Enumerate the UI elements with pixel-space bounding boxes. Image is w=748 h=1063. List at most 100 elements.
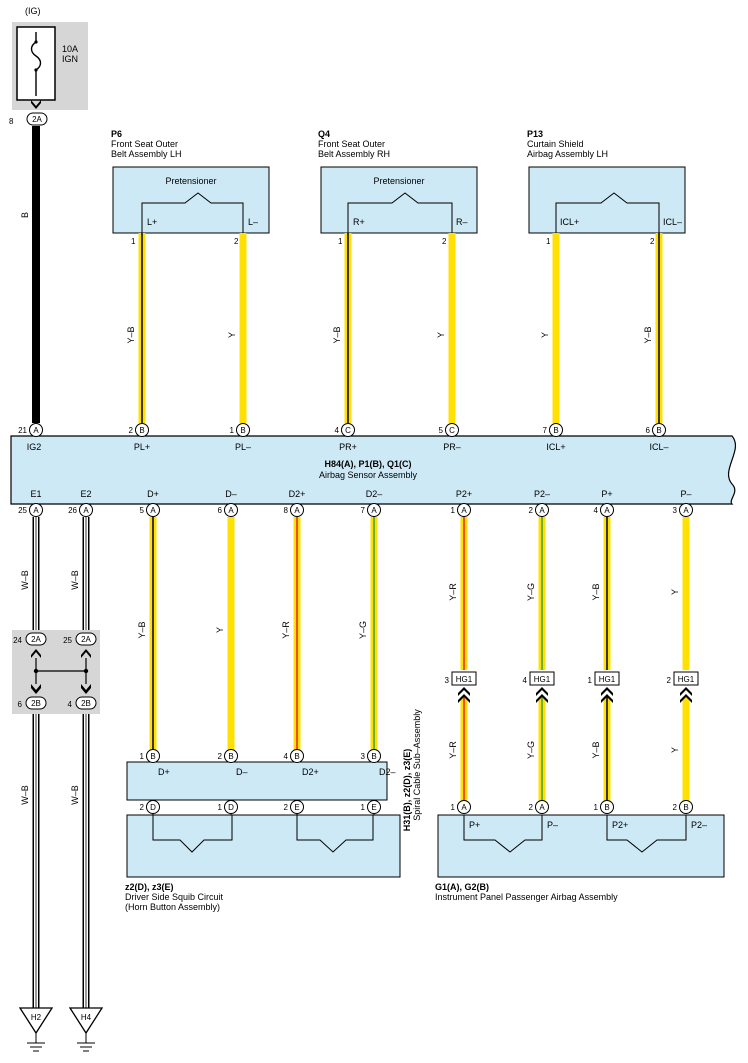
pin-number: 21 <box>18 426 27 435</box>
pin-label: D2+ <box>302 767 319 777</box>
connector-circle <box>236 423 250 437</box>
wire: Y–B <box>591 697 611 802</box>
wire-stripe <box>373 517 375 750</box>
pin-label: D2+ <box>289 489 306 499</box>
ground-code: H2 <box>31 1013 42 1022</box>
connector-badge <box>75 696 97 710</box>
pin-number: 4 <box>523 676 528 685</box>
chevron-down-icon <box>31 100 41 109</box>
pin-label: PR+ <box>339 442 357 452</box>
wire-label: Y <box>670 589 680 595</box>
pin-number: 2 <box>667 676 672 685</box>
connector-pin: B1 <box>230 423 250 437</box>
wire-stripe <box>141 233 143 423</box>
airbag-symbol <box>555 192 660 233</box>
terminal-label: L+ <box>147 217 157 227</box>
connector-code: B <box>150 752 155 761</box>
connector-code: A <box>683 506 689 515</box>
ground-triangle <box>68 1007 104 1035</box>
connector-badge <box>673 671 699 686</box>
wire: Y–B <box>332 233 352 423</box>
connector-badge <box>529 671 555 686</box>
squib-symbol <box>152 815 233 853</box>
connector-pin: A7 <box>361 503 381 517</box>
wire: Y <box>436 233 456 423</box>
wire-core <box>239 233 247 423</box>
wire: W–B <box>20 710 40 1008</box>
connector-pin: A2 <box>529 503 549 517</box>
wire-label: Y–B <box>591 741 601 758</box>
sensor-name: Airbag Sensor Assembly <box>319 470 418 480</box>
passenger-name: Instrument Panel Passenger Airbag Assemb… <box>435 892 618 902</box>
chevron-up-icon <box>458 694 470 703</box>
pin-number: 8 <box>9 117 14 126</box>
connector-pin: A3 <box>673 503 693 517</box>
sensor-box <box>10 435 737 505</box>
fuse-name: IGN <box>62 54 78 64</box>
chevron-up-icon <box>458 687 470 696</box>
pin-label: ICL+ <box>546 442 565 452</box>
airbag-symbol <box>463 815 543 853</box>
component-p6: P6 Front Seat Outer Belt Assembly LH Pre… <box>111 129 270 246</box>
connector-code: C <box>345 426 351 435</box>
connector-circle <box>290 503 304 517</box>
connector-code: A <box>604 506 610 515</box>
connector-code: A <box>150 506 156 515</box>
wire-label: W–B <box>20 785 30 805</box>
wire-label: Y–R <box>448 583 458 601</box>
component-q4: Q4 Front Seat Outer Belt Assembly RH Pre… <box>318 129 478 246</box>
connector-circle <box>290 749 304 763</box>
connector-code: 2A <box>81 635 91 644</box>
wire-label: Y <box>436 332 446 338</box>
wire-stripe <box>606 517 608 670</box>
connector-code: B <box>553 426 558 435</box>
ground-symbol: H2 <box>18 1007 54 1052</box>
wire-stripe <box>296 517 298 750</box>
connector-circle <box>600 800 614 814</box>
pin-number: 24 <box>13 636 22 645</box>
wire-core <box>682 517 690 670</box>
component-code: P6 <box>111 129 122 139</box>
connector-code: HG1 <box>456 675 473 684</box>
connector-circle <box>146 800 160 814</box>
sensor-bottom-pins: E1A25E2A26D+A5D–A6D2+A8D2–A7P2+A1P2–A2P+… <box>18 489 693 517</box>
wire-label: Y–G <box>358 621 368 639</box>
connector-code: A <box>294 506 300 515</box>
pin-label: D2– <box>379 767 396 777</box>
connector-circle <box>224 800 238 814</box>
pin-label: P– <box>547 820 558 830</box>
pin-number: 5 <box>140 506 145 515</box>
wire-stripe <box>463 697 465 802</box>
terminal-label: L– <box>248 217 258 227</box>
pin-number: 1 <box>218 803 223 812</box>
chevron-up-icon <box>601 694 613 703</box>
wire: Y–B <box>126 233 146 423</box>
component-code: P13 <box>527 129 543 139</box>
pin-label: D+ <box>158 767 170 777</box>
connector-circle <box>341 423 355 437</box>
connector-circle <box>679 800 693 814</box>
connector-circle <box>29 423 43 437</box>
wire-label: Y–B <box>126 326 136 343</box>
connector-circle <box>224 749 238 763</box>
wire: Y–G <box>526 697 546 802</box>
connector-pin: A4 <box>594 503 614 517</box>
connector-code: A <box>461 803 467 812</box>
pin-label: D– <box>236 767 248 777</box>
wire-label: Y–R <box>448 741 458 759</box>
chevron-up-icon <box>680 687 692 696</box>
connector-pin: A8 <box>284 503 304 517</box>
connector-pin: B4 <box>284 749 304 763</box>
wire-label: W–B <box>70 785 80 805</box>
pretensioner-symbol <box>141 192 244 233</box>
wire-label: Y–B <box>591 583 601 600</box>
wire-label: W–B <box>20 570 30 590</box>
wire: W–B <box>70 710 90 1008</box>
